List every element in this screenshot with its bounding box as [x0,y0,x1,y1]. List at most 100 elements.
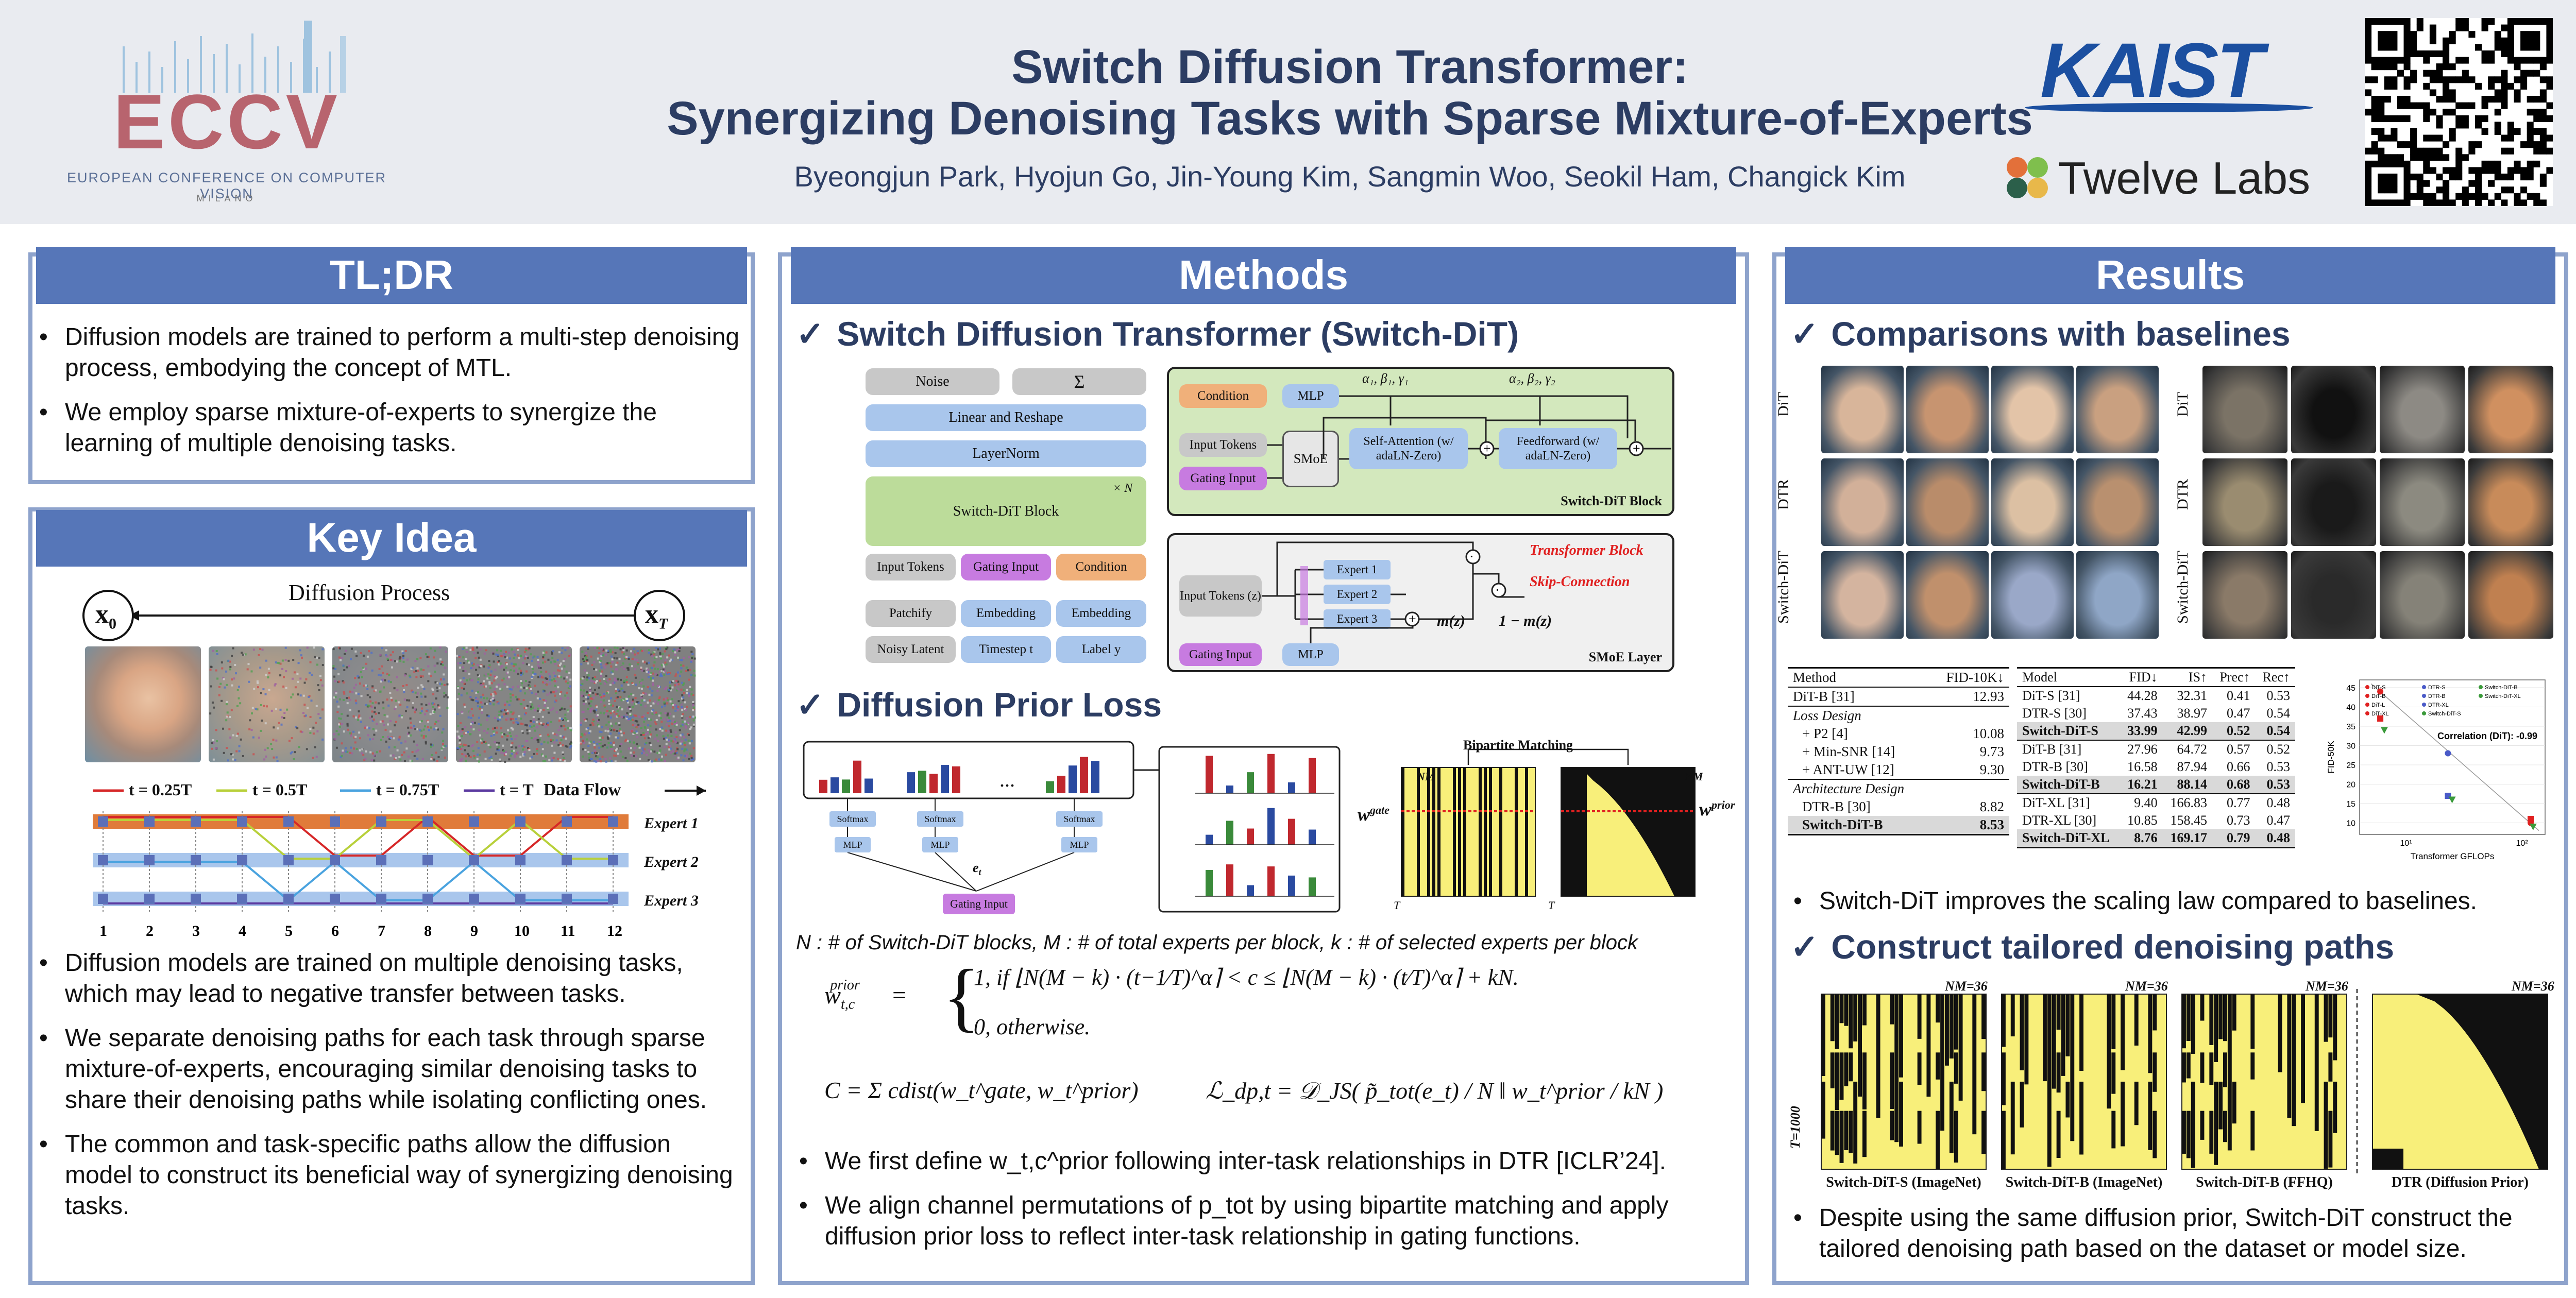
path-map-cell [2324,994,2328,1042]
mlp-1: MLP [835,837,871,852]
noise-pixel [294,686,297,689]
noise-pixel [598,719,601,721]
noise-pixel [596,756,599,759]
noise-pixel [685,754,688,757]
noise-pixel [643,721,646,723]
qr-module [2423,154,2430,161]
noise-pixel [415,670,417,672]
qr-module [2475,193,2482,200]
noise-pixel [479,707,481,710]
noise-pixel [585,696,588,698]
noise-pixel [505,663,508,665]
noise-pixel [459,722,462,724]
results-heading: Results [1785,247,2555,304]
noise-pixel [504,702,507,705]
qr-module [2403,102,2411,109]
path-map-cell [2111,1052,2116,1094]
noise-pixel [665,688,667,690]
qr-module [2423,147,2430,155]
noise-pixel [690,755,693,757]
noise-pixel [415,750,418,753]
noise-pixel [585,728,588,730]
qr-code-icon[interactable] [2365,18,2553,207]
noise-pixel [667,672,669,674]
noise-pixel [589,689,591,692]
noise-pixel [515,735,518,737]
noise-pixel [677,656,680,659]
noise-pixel [504,760,506,763]
qr-module [2488,199,2495,207]
noise-pixel [515,718,518,721]
noise-pixel [594,711,596,714]
noise-pixel [461,729,464,731]
noise-pixel [673,754,676,756]
noise-pixel [557,686,560,689]
noise-pixel [509,731,511,734]
noise-pixel [549,675,551,678]
noise-pixel [689,753,691,755]
table2-header-cell: Model [2022,670,2057,685]
noise-pixel [689,728,691,730]
noise-pixel [665,729,668,732]
qr-module [2533,109,2540,116]
table-row: + Min-SNR [14]9.73 [1788,743,2009,761]
noise-pixel [467,716,470,719]
noise-pixel [693,657,696,660]
noise-pixel [550,661,552,664]
noise-pixel [620,665,623,668]
noise-pixel [433,711,436,713]
noise-pixel [546,693,549,696]
block-condition: Condition [1179,384,1267,408]
noise-pixel [662,668,665,671]
path-map-cell [1890,1052,1894,1109]
noise-pixel [632,733,635,736]
noise-pixel [416,658,419,660]
noise-pixel [550,721,552,723]
noise-pixel [432,656,435,659]
eccv-city: MILANO [196,193,257,203]
noise-pixel [553,752,556,754]
smoe-mz: m(z) [1437,612,1465,629]
qr-module [2416,18,2424,25]
t-label-1: T [1394,899,1400,912]
noise-pixel [663,688,666,690]
noise-pixel [497,702,500,705]
noise-pixel [612,682,615,685]
noise-pixel [619,696,622,698]
noise-pixel [654,701,656,703]
qr-module [2416,174,2424,181]
qr-module [2533,193,2540,200]
noise-pixel [659,674,662,677]
noise-pixel [539,697,541,700]
noise-pixel [669,712,671,715]
noise-pixel [429,647,432,650]
noise-pixel [641,678,644,681]
noise-pixel [397,738,400,741]
sample-imagenet-image [2202,458,2287,546]
table1-cell: + Min-SNR [14] [1802,744,1895,759]
noise-pixel [414,691,417,694]
noise-pixel [656,752,659,754]
noise-pixel [629,713,632,715]
path-map-cell [1849,1111,1853,1153]
noise-pixel [546,679,549,681]
path-map-cell [1954,994,1958,1050]
qr-module [2416,193,2424,200]
qr-module [2546,57,2553,64]
qr-module [2520,141,2528,148]
noise-pixel [585,718,588,721]
noise-pixel [420,710,423,712]
noise-pixel [626,667,629,670]
noise-pixel [650,694,653,697]
noise-pixel [425,742,427,745]
noise-pixel [463,662,466,664]
qr-module [2507,24,2514,31]
noise-pixel [420,703,423,706]
noise-pixel [593,680,596,683]
noise-pixel [593,661,596,664]
qr-module [2494,76,2501,83]
noise-pixel [507,652,510,654]
qr-module [2371,18,2378,25]
noise-pixel [340,718,342,720]
noise-pixel [471,648,474,651]
